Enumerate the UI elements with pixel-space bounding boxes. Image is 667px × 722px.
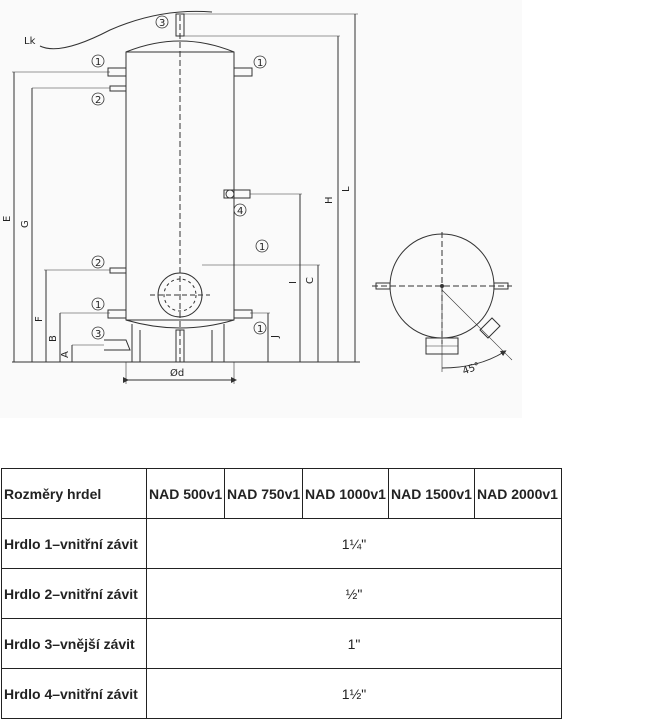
nozzle-1-lower-right bbox=[233, 309, 253, 319]
row-value: ½" bbox=[146, 568, 562, 619]
angle-label: 45° bbox=[461, 361, 481, 377]
row-label: Hrdlo 2–vnitřní závit bbox=[1, 568, 147, 619]
marker-1-b: 1 bbox=[257, 58, 263, 69]
dim-j: J bbox=[270, 335, 281, 339]
top-nozzle bbox=[175, 13, 185, 37]
dim-e: E bbox=[2, 216, 13, 222]
dim-d: Ød bbox=[170, 367, 184, 379]
tank-drawing-svg: Lk 3 1 1 2 4 1 2 1 1 3 E G F B A H L C I… bbox=[2, 10, 513, 384]
row-value: 1½" bbox=[146, 668, 562, 719]
row-label: Hrdlo 4–vnitřní závit bbox=[1, 668, 147, 719]
header-col: NAD 1500v1 bbox=[388, 468, 475, 519]
dim-a: A bbox=[60, 351, 71, 358]
row-value: 1¼" bbox=[146, 518, 562, 569]
marker-3-top: 3 bbox=[159, 18, 165, 29]
header-col: NAD 2000v1 bbox=[474, 468, 562, 519]
row-label: Hrdlo 1–vnitřní závit bbox=[1, 518, 147, 569]
tank-body bbox=[125, 40, 235, 329]
row-value: 1" bbox=[146, 618, 562, 669]
dim-b: B bbox=[48, 335, 59, 342]
dim-g: G bbox=[20, 220, 31, 228]
header-col: NAD 750v1 bbox=[224, 468, 303, 519]
header-col: NAD 1000v1 bbox=[302, 468, 389, 519]
label-lk: Lk bbox=[24, 36, 36, 47]
marker-2-a: 2 bbox=[95, 95, 101, 106]
table-header-row: Rozměry hrdel NAD 500v1 NAD 750v1 NAD 10… bbox=[1, 468, 562, 519]
nozzle-1-top-left bbox=[107, 67, 127, 77]
nozzle-1-lower-left bbox=[107, 309, 127, 319]
nozzle-2-top-left bbox=[109, 85, 127, 92]
dim-f: F bbox=[34, 316, 45, 322]
dim-i: I bbox=[288, 281, 299, 284]
dim-c: C bbox=[305, 277, 316, 284]
dim-l: L bbox=[341, 186, 352, 192]
dim-h: H bbox=[324, 196, 335, 204]
marker-1-c: 1 bbox=[259, 242, 265, 253]
table-row: Hrdlo 2–vnitřní závit ½" bbox=[1, 568, 562, 619]
nozzle-2-lower-left bbox=[109, 267, 127, 274]
marker-1-a: 1 bbox=[95, 57, 101, 68]
nozzle-1-top-right bbox=[233, 67, 253, 77]
header-col: NAD 500v1 bbox=[146, 468, 225, 519]
row-label: Hrdlo 3–vnější závit bbox=[1, 618, 147, 669]
marker-2-b: 2 bbox=[95, 258, 101, 269]
technical-drawing: Lk 3 1 1 2 4 1 2 1 1 3 E G F B A H L C I… bbox=[0, 0, 522, 418]
header-label: Rozměry hrdel bbox=[1, 468, 147, 519]
marker-4: 4 bbox=[237, 206, 243, 217]
table-row: Hrdlo 4–vnitřní závit 1½" bbox=[1, 668, 562, 719]
table-row: Hrdlo 3–vnější závit 1" bbox=[1, 618, 562, 669]
nozzle-dimensions-table: Rozměry hrdel NAD 500v1 NAD 750v1 NAD 10… bbox=[1, 468, 562, 719]
marker-1-e: 1 bbox=[257, 324, 263, 335]
marker-3-bottom: 3 bbox=[95, 329, 101, 340]
table-row: Hrdlo 1–vnitřní závit 1¼" bbox=[1, 518, 562, 569]
marker-1-d: 1 bbox=[95, 300, 101, 311]
